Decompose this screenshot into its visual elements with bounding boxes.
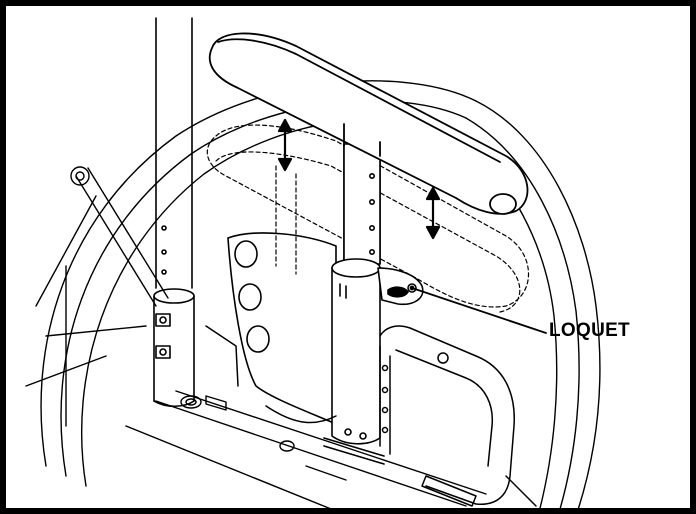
armrest-pad [208, 32, 529, 215]
side-guard [227, 232, 337, 425]
latch-mechanism [377, 267, 424, 306]
callout-leader-line [411, 287, 547, 334]
footrest-hanger [205, 325, 537, 507]
armrest-alternate-positions [206, 124, 529, 313]
adjustment-arrows [277, 118, 441, 240]
armrest-tube [323, 143, 385, 465]
latch-callout-label: LOQUET [549, 320, 630, 341]
frame-struts [25, 166, 169, 427]
side-frame-rail [125, 390, 487, 508]
back-post [153, 17, 195, 408]
wheelchair-armrest-illustration [25, 17, 601, 508]
